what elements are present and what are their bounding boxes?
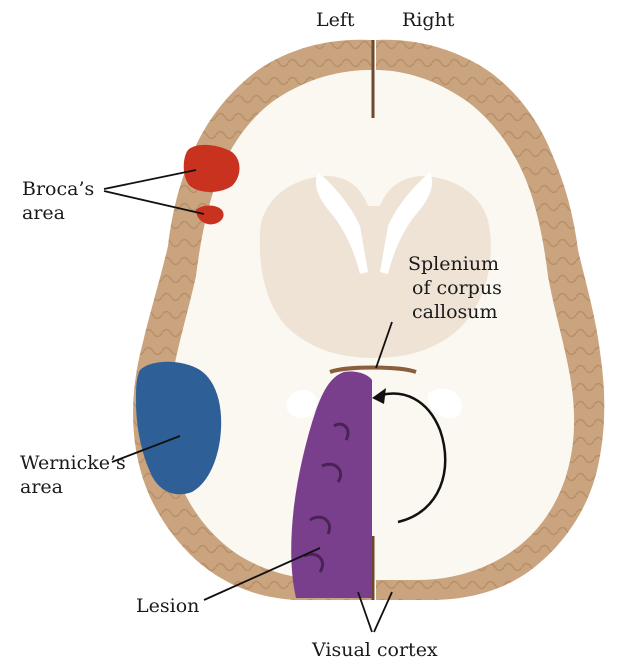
leader-lines <box>103 169 393 633</box>
splenium-label-line2: of corpus <box>412 277 502 299</box>
wernicke-leader <box>111 435 181 463</box>
visual-cortex-leader-right <box>373 591 393 633</box>
visual-cortex-leader-left <box>357 591 373 633</box>
broca-leader-lower <box>103 190 205 215</box>
lesion-leader <box>203 547 321 601</box>
lesion-folds <box>303 422 350 573</box>
occipital-horn-left <box>286 389 317 419</box>
splenium-label-line1: Splenium <box>408 253 499 275</box>
wernicke-area <box>136 361 222 495</box>
transfer-arrow-head <box>372 388 386 404</box>
splenium-label-line3: callosum <box>412 301 498 323</box>
wernicke-label-line2: area <box>20 476 63 498</box>
frontal-horn-right <box>380 172 433 274</box>
broca-leader-upper <box>103 169 197 190</box>
lesion-label: Lesion <box>136 595 199 617</box>
broca-label-line1: Broca’s <box>22 178 94 200</box>
occipital-horn-right <box>427 388 463 419</box>
left-label: Left <box>316 9 355 31</box>
visual-cortex-label: Visual cortex <box>311 639 438 661</box>
right-label: Right <box>402 9 455 31</box>
splenium-leader <box>375 321 393 369</box>
lesion-region <box>291 371 372 598</box>
wernicke-label-line1: Wernicke’s <box>20 452 126 474</box>
frontal-horn-left <box>315 172 368 274</box>
broca-area-lower <box>196 205 224 225</box>
broca-area-upper <box>183 144 240 192</box>
splenium <box>329 365 417 374</box>
broca-label-line2: area <box>22 202 65 224</box>
thalamus-region <box>259 176 491 358</box>
transfer-arrow <box>377 392 447 524</box>
